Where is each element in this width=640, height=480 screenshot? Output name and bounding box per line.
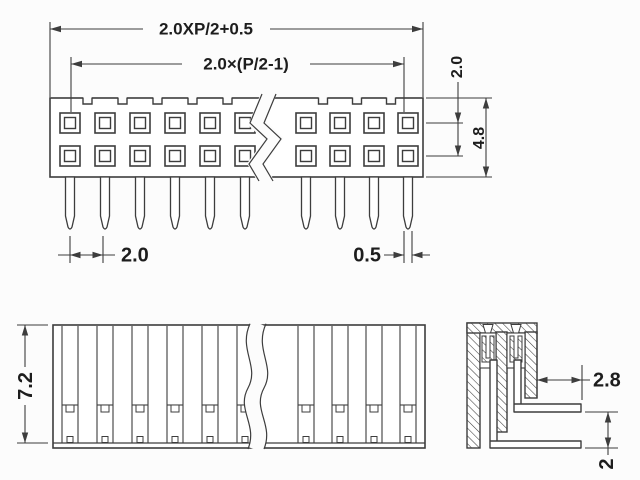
base-hole	[370, 436, 378, 443]
base-hole	[302, 436, 310, 443]
side-section-view: 2.8 2	[466, 322, 621, 470]
base-hole	[171, 436, 179, 443]
notch-clear	[188, 95, 197, 104]
break-line-top-view	[247, 90, 284, 185]
polarization-notches	[82, 95, 397, 105]
top-notch	[187, 97, 198, 105]
contact-window	[170, 404, 180, 413]
base-hole	[241, 436, 249, 443]
bent-pin-lower	[489, 359, 582, 449]
pin	[300, 176, 312, 230]
dim-pin-width: 0.5	[353, 231, 430, 267]
socket-hole-inner	[299, 116, 313, 130]
base-hole	[136, 436, 144, 443]
socket-hole-inner	[238, 116, 252, 130]
pin	[239, 176, 251, 230]
base-hole	[404, 436, 412, 443]
socket-hole-inner	[133, 116, 147, 130]
socket-hole-inner	[63, 116, 77, 130]
dim-pin-pitch: 2.0	[58, 236, 149, 267]
base-hole	[206, 436, 214, 443]
socket-hole-inner	[63, 149, 77, 163]
contact-window	[335, 404, 345, 413]
top-notch	[222, 97, 233, 105]
pin	[64, 176, 76, 230]
dim-text-pin-row-gap: 2	[596, 458, 618, 469]
dim-body-height: 4.8	[426, 98, 492, 178]
dim-pin-row-gap: 2	[585, 411, 618, 470]
socket-hole-inner	[299, 149, 313, 163]
pin	[368, 176, 380, 230]
socket-hole-inner	[98, 116, 112, 130]
socket-hole-inner	[401, 149, 415, 163]
through-pins	[64, 176, 414, 230]
pin	[334, 176, 346, 230]
contact-window	[100, 404, 110, 413]
dim-row-pitch: 2.0	[426, 56, 492, 157]
dim-text-body-height: 4.8	[471, 127, 488, 149]
top-notch	[317, 97, 329, 105]
contact-window	[301, 404, 311, 413]
dim-text-pin-protrusion: 2.8	[593, 370, 621, 392]
right-wall-section	[524, 331, 538, 399]
notch-clear	[223, 95, 232, 104]
top-notch	[385, 97, 397, 105]
front-body-outline	[52, 324, 426, 449]
dim-pin-protrusion: 2.8	[537, 365, 621, 400]
socket-hole-inner	[238, 149, 252, 163]
contact-window	[65, 404, 75, 413]
base-hole	[66, 436, 74, 443]
notch-clear	[352, 95, 362, 104]
dim-text-span-width: 2.0×(P/2-1)	[203, 55, 289, 74]
notch-clear	[386, 95, 396, 104]
notch-clear	[83, 95, 92, 104]
socket-hole-inner	[401, 116, 415, 130]
socket-hole-inner	[168, 116, 182, 130]
front-view: 7.2	[15, 319, 426, 453]
bent-pin-upper	[513, 359, 582, 413]
break-line-front-view	[243, 319, 269, 453]
top-notch	[152, 97, 163, 105]
notch-clear	[318, 95, 328, 104]
pin	[134, 176, 146, 230]
left-wall-section	[466, 322, 481, 449]
socket-contact	[481, 335, 495, 363]
base-hole	[336, 436, 344, 443]
base-hole	[101, 436, 109, 443]
pin	[402, 176, 414, 230]
top-notch	[351, 97, 363, 105]
dim-text-overall-width: 2.0XP/2+0.5	[159, 20, 253, 39]
notch-clear	[118, 95, 127, 104]
socket-hole-inner	[203, 149, 217, 163]
socket-hole-inner	[98, 149, 112, 163]
socket-hole-inner	[367, 116, 381, 130]
top-notch	[82, 97, 93, 105]
top-view: 2.0XP/2+0.5 2.0×(P/2-1) 2.0	[49, 20, 492, 267]
pin	[169, 176, 181, 230]
contact-window	[369, 404, 379, 413]
dim-span-width: 2.0×(P/2-1)	[70, 55, 405, 112]
socket-hole-inner	[168, 149, 182, 163]
top-notch	[117, 97, 128, 105]
socket-hole-inner	[333, 116, 347, 130]
socket-hole-inner	[333, 149, 347, 163]
contact-window	[205, 404, 215, 413]
dim-text-row-pitch: 2.0	[449, 56, 466, 78]
contact-window	[403, 404, 413, 413]
dim-overall-width: 2.0XP/2+0.5	[49, 20, 424, 97]
socket-hole-inner	[203, 116, 217, 130]
dim-text-pin-width: 0.5	[353, 245, 381, 267]
socket-hole-inner	[133, 149, 147, 163]
socket-hole-inner	[367, 149, 381, 163]
notch-clear	[153, 95, 162, 104]
socket-holes	[59, 112, 419, 167]
dim-text-front-height: 7.2	[15, 372, 37, 400]
contact-window	[135, 404, 145, 413]
dim-text-pin-pitch: 2.0	[121, 245, 149, 267]
pin	[204, 176, 216, 230]
dim-front-height: 7.2	[15, 324, 48, 444]
pin	[99, 176, 111, 230]
